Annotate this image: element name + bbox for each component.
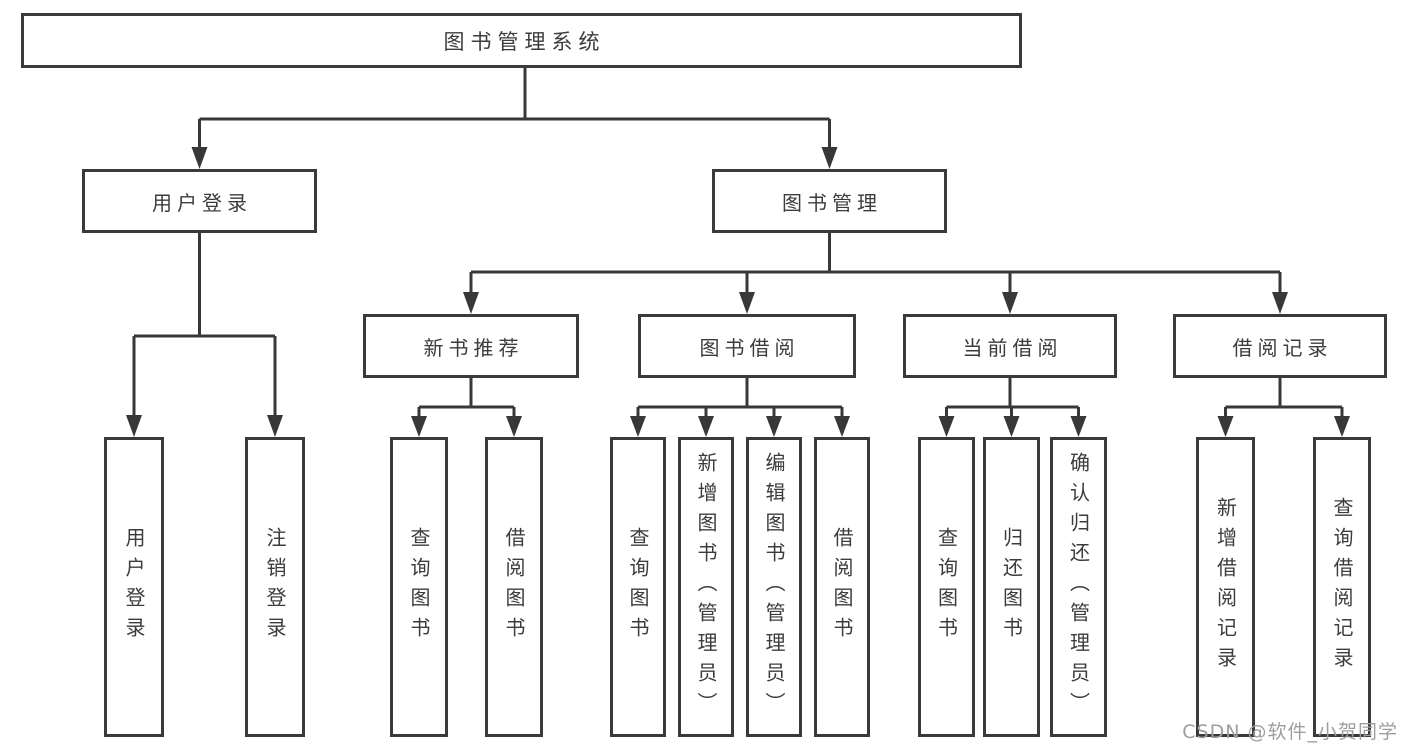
node-book-borrowing-label: 图书借阅	[699, 335, 800, 360]
leaf-return-books: 归还图书	[983, 437, 1040, 737]
node-root-label: 图书管理系统	[443, 29, 606, 54]
leaf-borrow-books-borrowing: 借阅图书	[814, 437, 870, 737]
leaf-query-borrow-record-label: 查询借阅记录	[1330, 497, 1354, 677]
node-book-borrowing: 图书借阅	[638, 314, 856, 378]
leaf-borrow-books-borrowing-label: 借阅图书	[830, 527, 854, 647]
leaf-borrow-books-recommend-label: 借阅图书	[502, 527, 526, 647]
leaf-return-books-label: 归还图书	[999, 527, 1024, 647]
leaf-logout-label: 注销登录	[263, 527, 287, 647]
leaf-query-books-recommend: 查询图书	[390, 437, 448, 737]
leaf-add-borrow-record-label: 新增借阅记录	[1213, 497, 1238, 677]
leaf-query-books-borrowing-label: 查询图书	[626, 527, 650, 647]
leaf-edit-book-admin: 编辑图书（管理员）	[746, 437, 802, 737]
leaf-add-book-admin: 新增图书（管理员）	[678, 437, 734, 737]
connector-book-management-to-level3	[463, 233, 1288, 314]
node-borrowing-records: 借阅记录	[1173, 314, 1387, 378]
node-root: 图书管理系统	[21, 13, 1022, 68]
node-current-borrowing: 当前借阅	[903, 314, 1117, 378]
leaf-query-books-recommend-label: 查询图书	[407, 527, 431, 647]
node-book-management-label: 图书管理	[782, 190, 882, 215]
node-user-login-label: 用户登录	[152, 190, 252, 215]
leaf-borrow-books-recommend: 借阅图书	[485, 437, 543, 737]
connector-borrowing-records-to-leaves	[1217, 378, 1350, 437]
leaf-user-login-label: 用户登录	[122, 527, 146, 647]
leaf-logout: 注销登录	[245, 437, 305, 737]
leaf-user-login: 用户登录	[104, 437, 164, 737]
node-borrowing-records-label: 借阅记录	[1232, 335, 1333, 360]
leaf-add-borrow-record: 新增借阅记录	[1196, 437, 1255, 737]
connector-root-to-level2	[191, 68, 838, 169]
connector-book-borrowing-to-leaves	[630, 378, 850, 437]
leaf-edit-book-admin-label: 编辑图书（管理员）	[762, 452, 786, 722]
leaf-query-books-borrowing: 查询图书	[610, 437, 666, 737]
connector-current-borrowing-to-leaves	[938, 378, 1087, 437]
node-user-login: 用户登录	[82, 169, 317, 233]
node-current-borrowing-label: 当前借阅	[962, 335, 1063, 360]
csdn-watermark: CSDN @软件_小贺同学	[1182, 721, 1398, 743]
leaf-confirm-return-admin-label: 确认归还（管理员）	[1066, 452, 1091, 722]
leaf-query-borrow-record: 查询借阅记录	[1313, 437, 1371, 737]
connector-user-login-to-leaves	[126, 233, 283, 437]
connector-new-book-to-leaves	[411, 378, 522, 437]
leaf-add-book-admin-label: 新增图书（管理员）	[694, 452, 718, 722]
node-new-book-recommendation-label: 新书推荐	[423, 335, 524, 360]
leaf-query-books-current-label: 查询图书	[934, 527, 959, 647]
node-book-management: 图书管理	[712, 169, 947, 233]
leaf-query-books-current: 查询图书	[918, 437, 975, 737]
node-new-book-recommendation: 新书推荐	[363, 314, 579, 378]
leaf-confirm-return-admin: 确认归还（管理员）	[1050, 437, 1107, 737]
